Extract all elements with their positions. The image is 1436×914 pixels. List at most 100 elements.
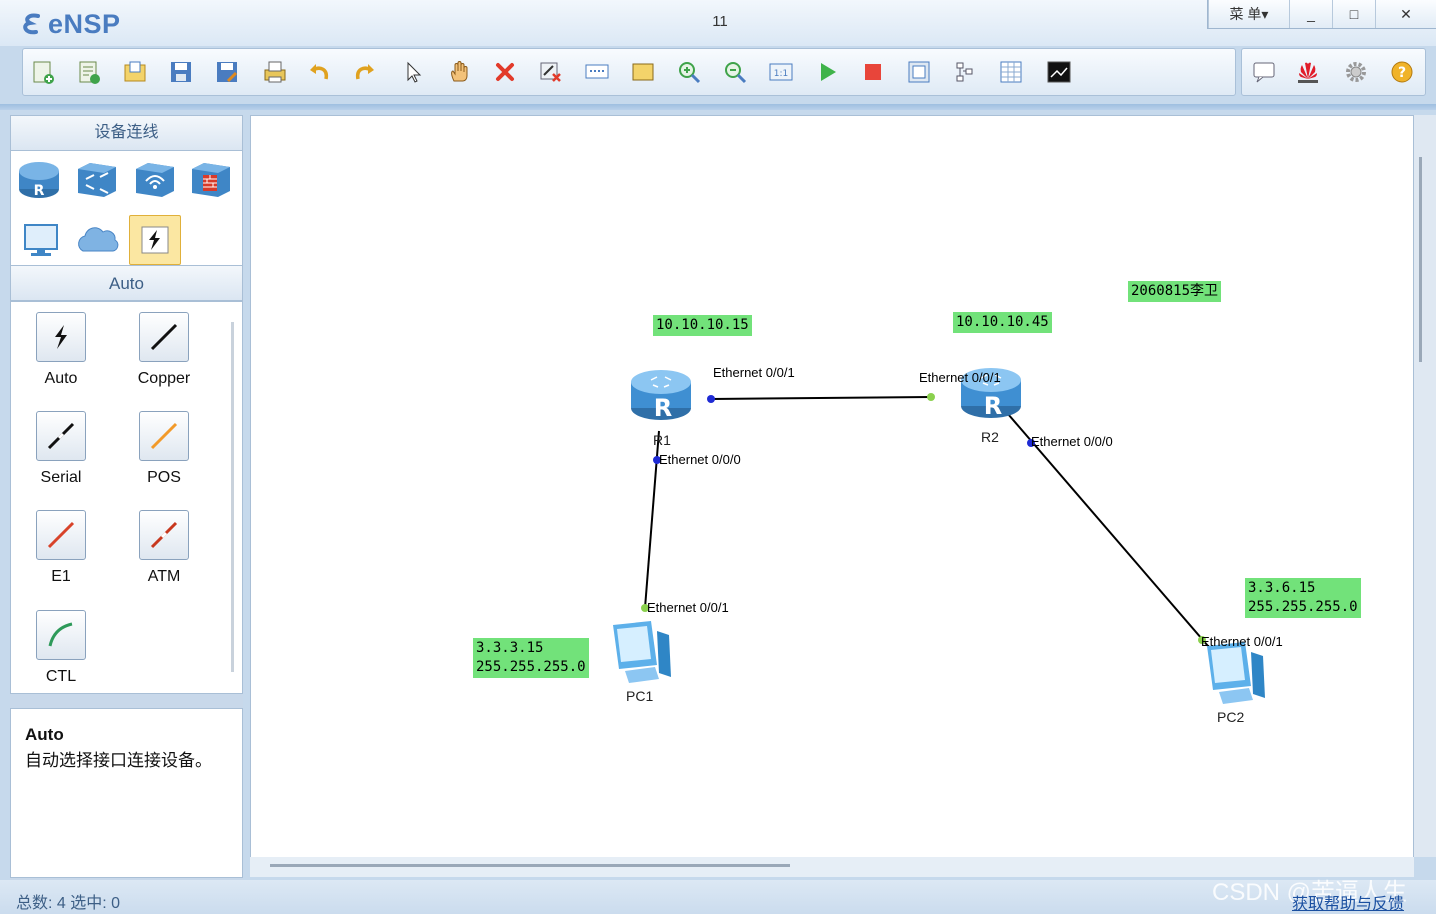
zoom-in-icon[interactable] [675,58,703,86]
help-feedback-link[interactable]: 获取帮助与反馈 [1292,896,1405,913]
port-status-dot [641,604,649,612]
cable-atm[interactable]: ATM [114,510,214,586]
message-icon[interactable] [1250,58,1278,86]
cloud-icon[interactable] [73,217,121,263]
router-r1-icon[interactable]: R [631,370,691,422]
firewall-icon[interactable] [187,157,235,203]
document-title: 11 [712,13,728,30]
canvas-vertical-scrollbar[interactable] [1414,115,1436,857]
main-toolbar: 1:1 [22,48,1236,96]
delete-icon[interactable] [491,58,519,86]
svg-text:R: R [984,392,1002,420]
new-topology-from-template-icon[interactable] [75,58,103,86]
cable-label: CTL [45,668,77,685]
svg-text:?: ? [1398,65,1406,81]
svg-text:1:1: 1:1 [774,69,788,79]
cable-pos[interactable]: POS [114,411,214,487]
router-r2-icon[interactable]: R [961,368,1021,420]
device-section-title: 设备连线 [10,115,243,151]
cable-serial[interactable]: Serial [11,411,111,487]
terminal-icon[interactable] [1045,58,1073,86]
pc2-icon[interactable] [1207,642,1265,704]
csdn-watermark: CSDN @苦逼人生 [1212,879,1408,906]
switch-icon[interactable] [73,157,121,203]
toolbar-divider [0,104,1436,110]
undo-icon[interactable] [305,58,333,86]
link-r1-r2[interactable] [710,396,932,400]
close-button[interactable]: ✕ [1375,0,1436,28]
add-text-icon[interactable] [583,58,611,86]
port-status-dot [653,456,661,464]
topology-links: R R [613,368,1265,704]
cable-ctl[interactable]: CTL [11,610,111,686]
pc1-port-to-r1: Ethernet 0/0/1 [647,600,729,615]
pc1-mask: 255.255.255.0 [476,659,586,675]
atm-cable-icon [150,521,178,549]
cable-label: POS [147,469,181,486]
port-status-dot [927,393,935,401]
r1-ip-note[interactable]: 10.10.10.15 [653,315,752,336]
zoom-out-icon[interactable] [721,58,749,86]
link-r2-pc2[interactable] [1007,413,1209,647]
port-status-dot [1198,636,1206,644]
total-label: 总数: [16,895,53,912]
select-pointer-icon[interactable] [399,58,427,86]
save-as-icon[interactable] [213,58,241,86]
fit-view-icon[interactable]: 1:1 [767,58,795,86]
cable-label: ATM [147,568,181,585]
grid-icon[interactable] [997,58,1025,86]
redo-icon[interactable] [351,58,379,86]
pc2-mask: 255.255.255.0 [1248,599,1358,615]
minimize-button[interactable]: _ [1289,0,1332,28]
menu-button[interactable]: 菜 单▾ [1208,0,1289,28]
add-shape-icon[interactable] [629,58,657,86]
e1-cable-icon [47,521,75,549]
open-icon[interactable] [121,58,149,86]
pan-hand-icon[interactable] [445,58,473,86]
print-icon[interactable] [261,58,289,86]
maximize-button[interactable]: □ [1332,0,1375,28]
cable-auto[interactable]: Auto [11,312,111,388]
cable-connection-icon[interactable] [129,215,181,265]
r2-label: R2 [981,429,999,445]
cable-list-scrollbar[interactable] [231,322,234,672]
window-controls: 菜 单▾ _ □ ✕ [1207,0,1436,29]
delete-link-icon[interactable] [537,58,565,86]
stop-device-icon[interactable] [859,58,887,86]
pc1-icon[interactable] [613,621,671,683]
capture-icon[interactable] [905,58,933,86]
canvas-horizontal-scrollbar[interactable] [250,857,1414,877]
r2-port-to-r1: Ethernet 0/0/1 [919,370,1001,385]
wireless-icon[interactable] [131,157,179,203]
cable-copper[interactable]: Copper [114,312,214,388]
svg-text:R: R [34,183,45,199]
device-category-grid: R [10,150,243,266]
vertical-scroll-thumb[interactable] [1419,157,1422,362]
topology-canvas[interactable]: R R R1 R2 PC1 PC2 Ethernet 0/0/1 Etherne… [250,115,1414,859]
save-icon[interactable] [167,58,195,86]
start-device-icon[interactable] [813,58,841,86]
cable-e1[interactable]: E1 [11,510,111,586]
pos-cable-icon [150,422,178,450]
cable-label: Serial [40,469,82,486]
pc2-label: PC2 [1217,709,1245,725]
topology-icon[interactable] [951,58,979,86]
description-title: Auto [25,725,64,744]
settings-gear-icon[interactable] [1342,58,1370,86]
pc-terminal-icon[interactable] [17,217,65,263]
app-name: eNSP [48,8,121,39]
author-note[interactable]: 2060815李卫 [1128,281,1222,302]
app-logo: eNSP [20,8,121,40]
router-icon[interactable]: R [15,157,63,203]
description-panel: Auto 自动选择接口连接设备。 [10,708,243,878]
description-text: 自动选择接口连接设备。 [25,751,212,770]
help-icon[interactable]: ? [1388,58,1416,86]
new-topology-icon[interactable] [29,58,57,86]
r2-ip-note[interactable]: 10.10.10.45 [953,312,1052,333]
r1-label: R1 [653,432,671,448]
cable-label: Copper [137,370,191,387]
huawei-logo-icon[interactable] [1294,58,1322,86]
horizontal-scroll-thumb[interactable] [270,864,790,867]
